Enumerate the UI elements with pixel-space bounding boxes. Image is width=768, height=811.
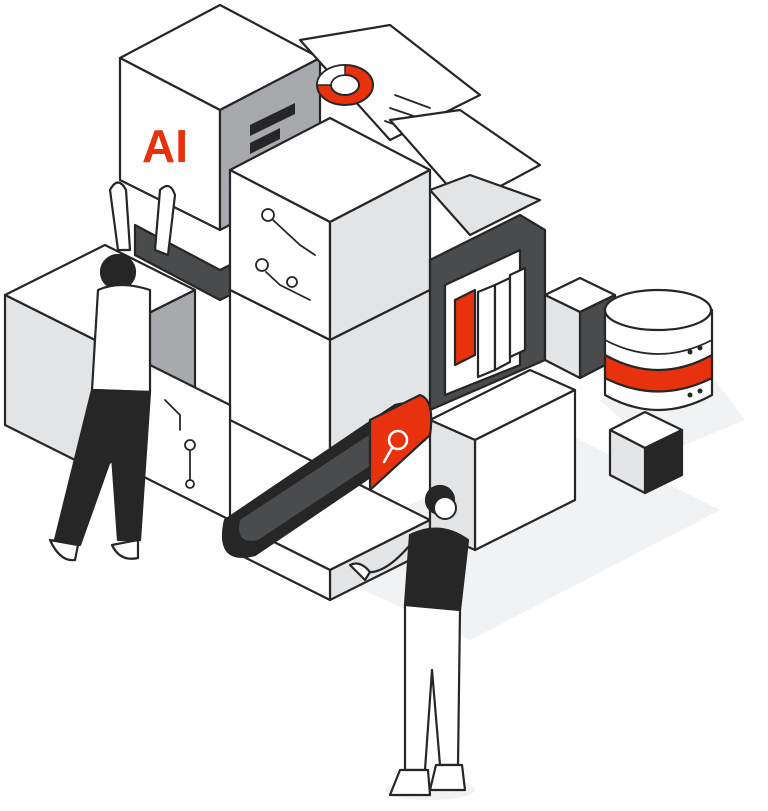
small-front-cube xyxy=(608,410,684,495)
search-icon xyxy=(382,429,409,464)
right-cube xyxy=(428,368,577,552)
document-stack-icon xyxy=(453,266,527,379)
donut-chart-icon xyxy=(316,64,374,106)
document-cube xyxy=(428,213,547,412)
man-figure xyxy=(48,181,177,562)
circuit-icon xyxy=(255,208,316,301)
lower-left-cube xyxy=(138,358,232,522)
woman-figure xyxy=(348,484,470,797)
database-icon xyxy=(603,288,714,411)
ai-badge: AI xyxy=(142,120,188,172)
conveyor-belt xyxy=(221,393,433,558)
circuit-cube xyxy=(228,116,432,342)
document-sheets xyxy=(298,23,542,237)
